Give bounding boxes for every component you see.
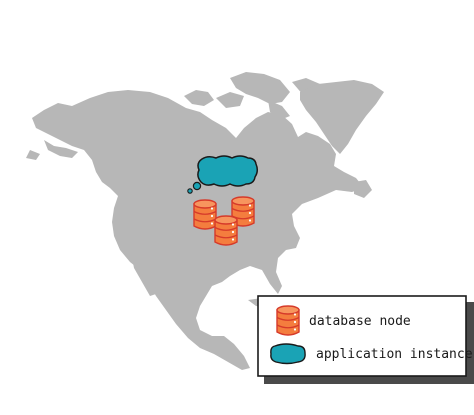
database-cylinder-icon — [276, 305, 300, 336]
cloud-thought-bubble-icon — [197, 155, 259, 187]
cloud-bubble-icon — [270, 343, 306, 365]
legend-item-application-instance: application instance — [270, 343, 473, 365]
legend-label-application-instance: application instance — [316, 347, 473, 362]
database-cylinder-icon — [214, 215, 238, 246]
application-instance-marker — [187, 155, 259, 194]
database-cylinder-icon — [193, 199, 217, 230]
legend-label-database-node: database node — [309, 314, 411, 329]
legend: database node application instance — [257, 295, 474, 384]
legend-item-database-node: database node — [276, 305, 411, 336]
